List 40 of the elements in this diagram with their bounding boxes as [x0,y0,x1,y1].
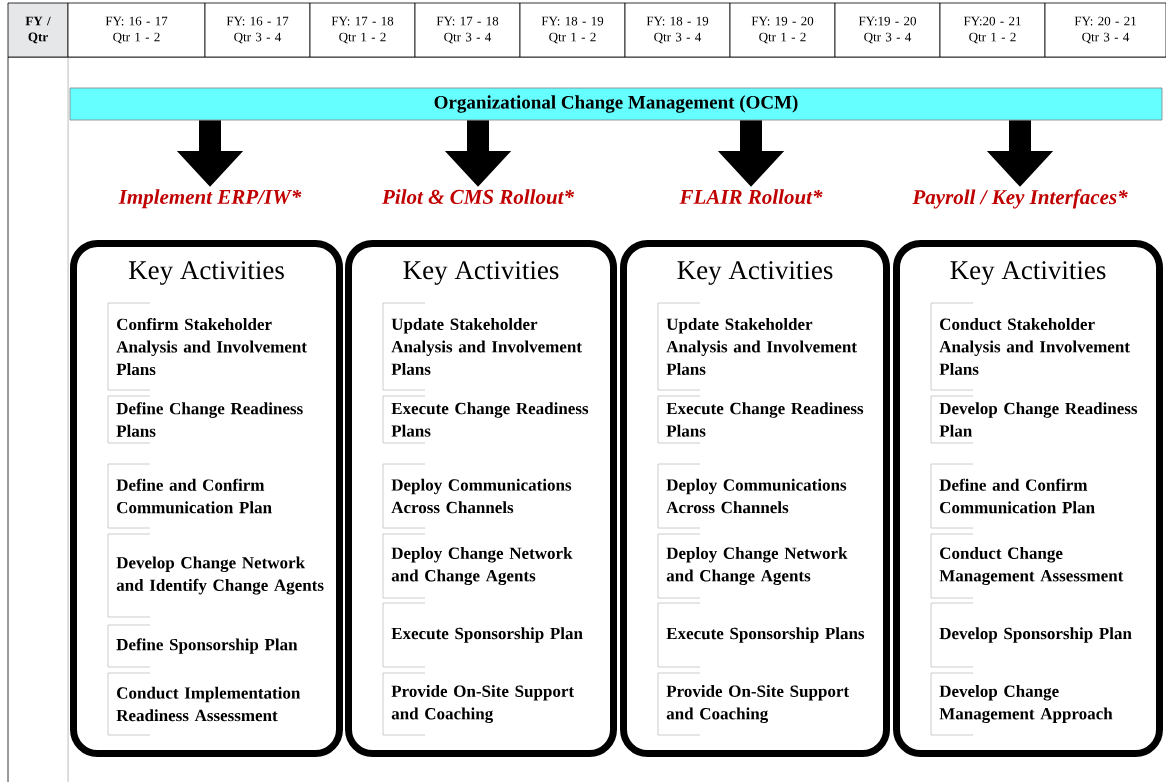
activity-item: Deploy Communications Across Channels [382,463,572,529]
header-cell: FY: 16 - 17 Qtr 1 - 2 [67,2,206,58]
header-cell: FY: 18 - 19 Qtr 3 - 4 [624,2,731,58]
header-cell: FY: 17 - 18 Qtr 1 - 2 [309,2,416,58]
header-cell: FY: 20 - 21 Qtr 3 - 4 [1044,2,1166,58]
header-cell: FY: 16 - 17 Qtr 3 - 4 [204,2,311,58]
activity-item: Provide On-Site Support and Coaching [657,672,850,736]
activity-item: Develop Change Readiness Plan [930,395,1138,444]
header-cell: FY:20 - 21 Qtr 1 - 2 [939,2,1046,58]
phase-title: Implement ERP/IW* [118,189,302,209]
header-cell: FY:19 - 20 Qtr 3 - 4 [834,2,941,58]
activity-item: Define and Confirm Communication Plan [930,463,1095,529]
activity-item: Develop Sponsorship Plan [930,602,1132,668]
activity-item: Conduct Stakeholder Analysis and Involvement Plans [930,302,1130,391]
banner-bar: Organizational Change Management (OCM) [69,87,1163,121]
activity-item: Provide On-Site Support and Coaching [382,672,575,736]
activity-item: Develop Change Network and Identify Change Agents [107,533,324,618]
activity-item: Define Sponsorship Plan [107,624,298,668]
phase-title: Pilot & CMS Rollout* [382,189,575,205]
activity-item: Define and Confirm Communication Plan [107,463,272,529]
activity-item: Define Change Readiness Plans [107,395,303,444]
header-cell: FY: 19 - 20 Qtr 1 - 2 [729,2,836,58]
header-cell: FY / Qtr [7,2,69,58]
activity-item: Deploy Change Network and Change Agents [382,533,573,599]
header-cell: FY: 17 - 18 Qtr 3 - 4 [414,2,521,58]
activity-item: Update Stakeholder Analysis and Involvement Plans [382,302,582,391]
activity-item: Execute Change Readiness Plans [382,395,589,444]
activity-item: Update Stakeholder Analysis and Involvement Plans [657,302,857,391]
activity-item: Execute Sponsorship Plans [657,602,865,668]
activity-item: Execute Sponsorship Plan [382,602,583,668]
activity-item: Conduct Change Management Assessment [930,533,1124,599]
phase-title: FLAIR Rollout* [679,189,823,205]
phase-title: Payroll / Key Interfaces* [912,189,1128,209]
activity-item: Confirm Stakeholder Analysis and Involvement Plans [107,302,307,391]
activity-item: Execute Change Readiness Plans [657,395,864,444]
header-cell: FY: 18 - 19 Qtr 1 - 2 [519,2,626,58]
activity-item: Deploy Communications Across Channels [657,463,847,529]
activity-item: Conduct Implementation Readiness Assessment [107,672,301,736]
activity-item: Deploy Change Network and Change Agents [657,533,848,599]
activity-item: Develop Change Management Approach [930,672,1113,736]
